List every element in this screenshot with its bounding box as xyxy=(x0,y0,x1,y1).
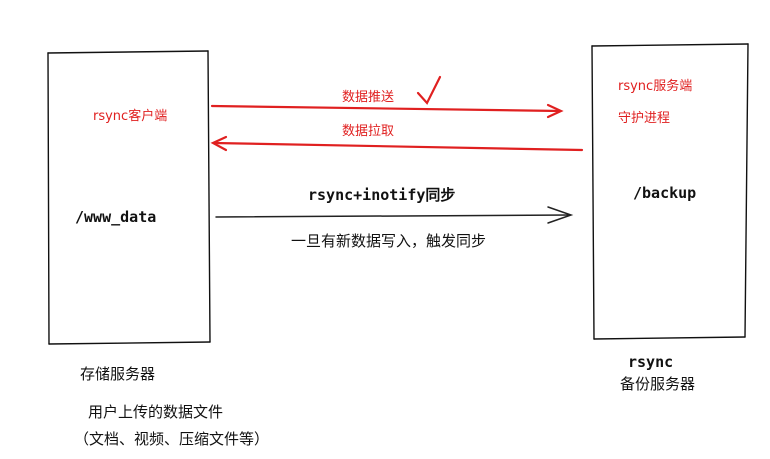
pull-arrow xyxy=(210,135,584,152)
server-name-line1: rsync xyxy=(628,353,674,371)
client-name-label: 存储服务器 xyxy=(80,365,156,383)
push-arrow xyxy=(210,103,564,119)
client-note-line2: （文档、视频、压缩文件等） xyxy=(74,430,270,448)
pull-label: 数据拉取 xyxy=(342,124,395,139)
server-role-line2: 守护进程 xyxy=(618,111,671,126)
server-dir-label: /backup xyxy=(633,184,697,202)
check-icon xyxy=(416,75,442,105)
push-label: 数据推送 xyxy=(342,90,395,105)
server-name-line2: 备份服务器 xyxy=(620,375,696,393)
client-note-line1: 用户上传的数据文件 xyxy=(88,403,224,421)
sync-arrow xyxy=(215,206,574,224)
server-role-line1: rsync服务端 xyxy=(618,79,693,94)
sync-label: rsync+inotify同步 xyxy=(308,186,456,204)
client-role-label: rsync客户端 xyxy=(93,109,168,124)
client-box xyxy=(47,50,211,345)
sync-note: 一旦有新数据写入，触发同步 xyxy=(291,232,487,250)
server-box xyxy=(591,43,749,340)
client-dir-label: /www_data xyxy=(75,208,157,226)
